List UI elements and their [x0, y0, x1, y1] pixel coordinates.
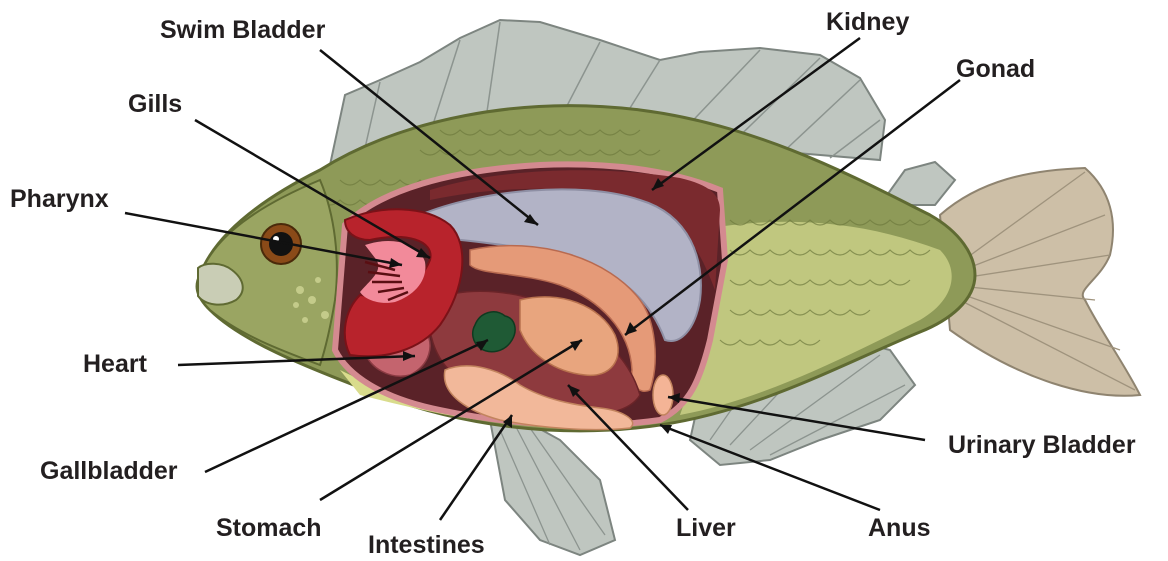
label-gonad: Gonad	[956, 57, 1035, 82]
label-urinary-bladder: Urinary Bladder	[948, 433, 1136, 458]
label-gallbladder: Gallbladder	[40, 459, 178, 484]
label-kidney: Kidney	[826, 10, 909, 35]
urinary-bladder	[653, 375, 673, 415]
label-anus: Anus	[868, 516, 931, 541]
label-gills: Gills	[128, 92, 182, 117]
label-intestines: Intestines	[368, 533, 485, 558]
label-heart: Heart	[83, 352, 147, 377]
label-stomach: Stomach	[216, 516, 322, 541]
label-liver: Liver	[676, 516, 736, 541]
label-pharynx: Pharynx	[10, 187, 109, 212]
pelvic-fin	[490, 418, 615, 555]
label-swim-bladder: Swim Bladder	[160, 18, 325, 43]
